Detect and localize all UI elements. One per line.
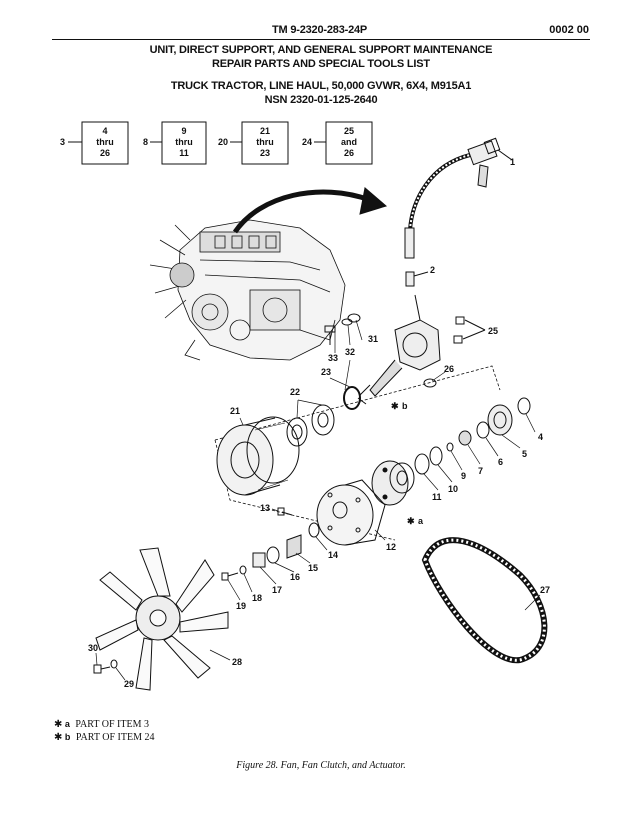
- callout-labels: 1 2 4 5 6 7 9 10 11 12 13 14 15 16 17 18…: [88, 157, 550, 689]
- parts-4-11-small-parts: [414, 397, 531, 475]
- part-3-fan-clutch: [371, 460, 415, 506]
- part-26-bolt: [423, 378, 437, 388]
- footnote-b: ✱ b PART OF ITEM 24: [54, 731, 154, 744]
- callout-9: 9: [461, 471, 466, 481]
- location-arrow: [232, 187, 388, 234]
- footnote-a: ✱ a PART OF ITEM 3: [54, 718, 154, 731]
- marker-a: a: [418, 516, 424, 526]
- marker-b: b: [402, 401, 408, 411]
- callout-19: 19: [236, 601, 246, 611]
- callout-33: 33: [328, 353, 338, 363]
- detail-ref-item: 20: [218, 137, 228, 147]
- footnote-letter: a: [64, 719, 70, 729]
- footnote-text: PART OF ITEM 24: [75, 732, 155, 743]
- part-22-bearings: [286, 404, 335, 447]
- detail-box-line: 23: [260, 148, 270, 158]
- callout-15: 15: [308, 563, 318, 573]
- asterisk-icon: ✱: [54, 719, 63, 730]
- part-27-belt: [421, 537, 548, 664]
- header-rule: [52, 39, 590, 40]
- marker-b-star: ✱: [391, 401, 399, 411]
- parts-29-30: [93, 659, 118, 674]
- callout-2: 2: [430, 265, 435, 275]
- detail-box-line: and: [341, 137, 357, 147]
- callout-4: 4: [538, 432, 543, 442]
- detail-box-line: 4: [102, 126, 107, 136]
- callout-27: 27: [540, 585, 550, 595]
- detail-ref-item: 24: [302, 137, 312, 147]
- parts-13-19: [221, 507, 320, 581]
- asterisk-icon: ✱: [54, 732, 63, 743]
- callout-32: 32: [345, 347, 355, 357]
- title-line-1: UNIT, DIRECT SUPPORT, AND GENERAL SUPPOR…: [149, 44, 493, 56]
- callout-29: 29: [124, 679, 134, 689]
- callout-30: 30: [88, 643, 98, 653]
- callout-10: 10: [448, 484, 458, 494]
- detail-box-line: 21: [260, 126, 270, 136]
- callout-16: 16: [290, 572, 300, 582]
- work-package-number: 0002 00: [549, 24, 589, 36]
- callout-28: 28: [232, 657, 242, 667]
- part-31-33-bolt: [324, 313, 361, 345]
- detail-ref-8: 8 9 thru 11: [143, 121, 207, 165]
- detail-box-line: thru: [96, 137, 114, 147]
- callout-1: 1: [510, 157, 515, 167]
- part-2-fitting: [405, 271, 429, 287]
- title-line-3: TRUCK TRACTOR, LINE HAUL, 50,000 GVWR, 6…: [170, 80, 472, 92]
- detail-ref-24: 24 25 and 26: [302, 121, 373, 165]
- figure-caption: Figure 28. Fan, Fan Clutch, and Actuator…: [236, 760, 406, 771]
- callout-31: 31: [368, 334, 378, 344]
- part-12-fan-spacer: [316, 479, 386, 546]
- callout-26: 26: [444, 364, 454, 374]
- leader-lines: [95, 319, 541, 681]
- detail-box-line: 9: [181, 126, 186, 136]
- callout-23: 23: [321, 367, 331, 377]
- part-1-hose-fitting: [404, 137, 513, 259]
- detail-ref-3: 3 4 thru 26: [60, 121, 129, 165]
- detail-box-line: 25: [344, 126, 354, 136]
- title-line-4: NSN 2320-01-125-2640: [264, 94, 378, 106]
- part-25-bolts: [453, 316, 486, 344]
- title-line-2: REPAIR PARTS AND SPECIAL TOOLS LIST: [212, 58, 430, 70]
- detail-box-line: 11: [179, 148, 189, 158]
- callout-13: 13: [260, 503, 270, 513]
- part-21-pulley: [216, 416, 300, 496]
- callout-12: 12: [386, 542, 396, 552]
- callout-14: 14: [328, 550, 338, 560]
- part-23-snap-ring: [343, 386, 361, 410]
- callout-22: 22: [290, 387, 300, 397]
- callout-6: 6: [498, 457, 503, 467]
- part-28-fan: [95, 547, 229, 691]
- detail-ref-20: 20 21 thru 23: [218, 121, 289, 165]
- footnote-letter: b: [64, 732, 71, 742]
- callout-5: 5: [522, 449, 527, 459]
- callout-18: 18: [252, 593, 262, 603]
- detail-ref-item: 8: [143, 137, 148, 147]
- callout-11: 11: [432, 492, 442, 502]
- detail-box-line: thru: [175, 137, 193, 147]
- footnote-text: PART OF ITEM 3: [75, 719, 149, 730]
- callout-17: 17: [272, 585, 282, 595]
- tm-number: TM 9-2320-283-24P: [272, 24, 368, 36]
- callout-7: 7: [478, 466, 483, 476]
- callout-25: 25: [488, 326, 498, 336]
- detail-box-line: 26: [344, 148, 354, 158]
- detail-ref-item: 3: [60, 137, 65, 147]
- footnotes: ✱ a PART OF ITEM 3 ✱ b PART OF ITEM 24: [54, 718, 154, 744]
- callout-21: 21: [230, 406, 240, 416]
- part-24-actuator: [357, 294, 441, 405]
- marker-a-star: ✱: [407, 516, 415, 526]
- detail-box-line: 26: [100, 148, 110, 158]
- engine-illustration: [149, 219, 346, 361]
- detail-box-line: thru: [256, 137, 274, 147]
